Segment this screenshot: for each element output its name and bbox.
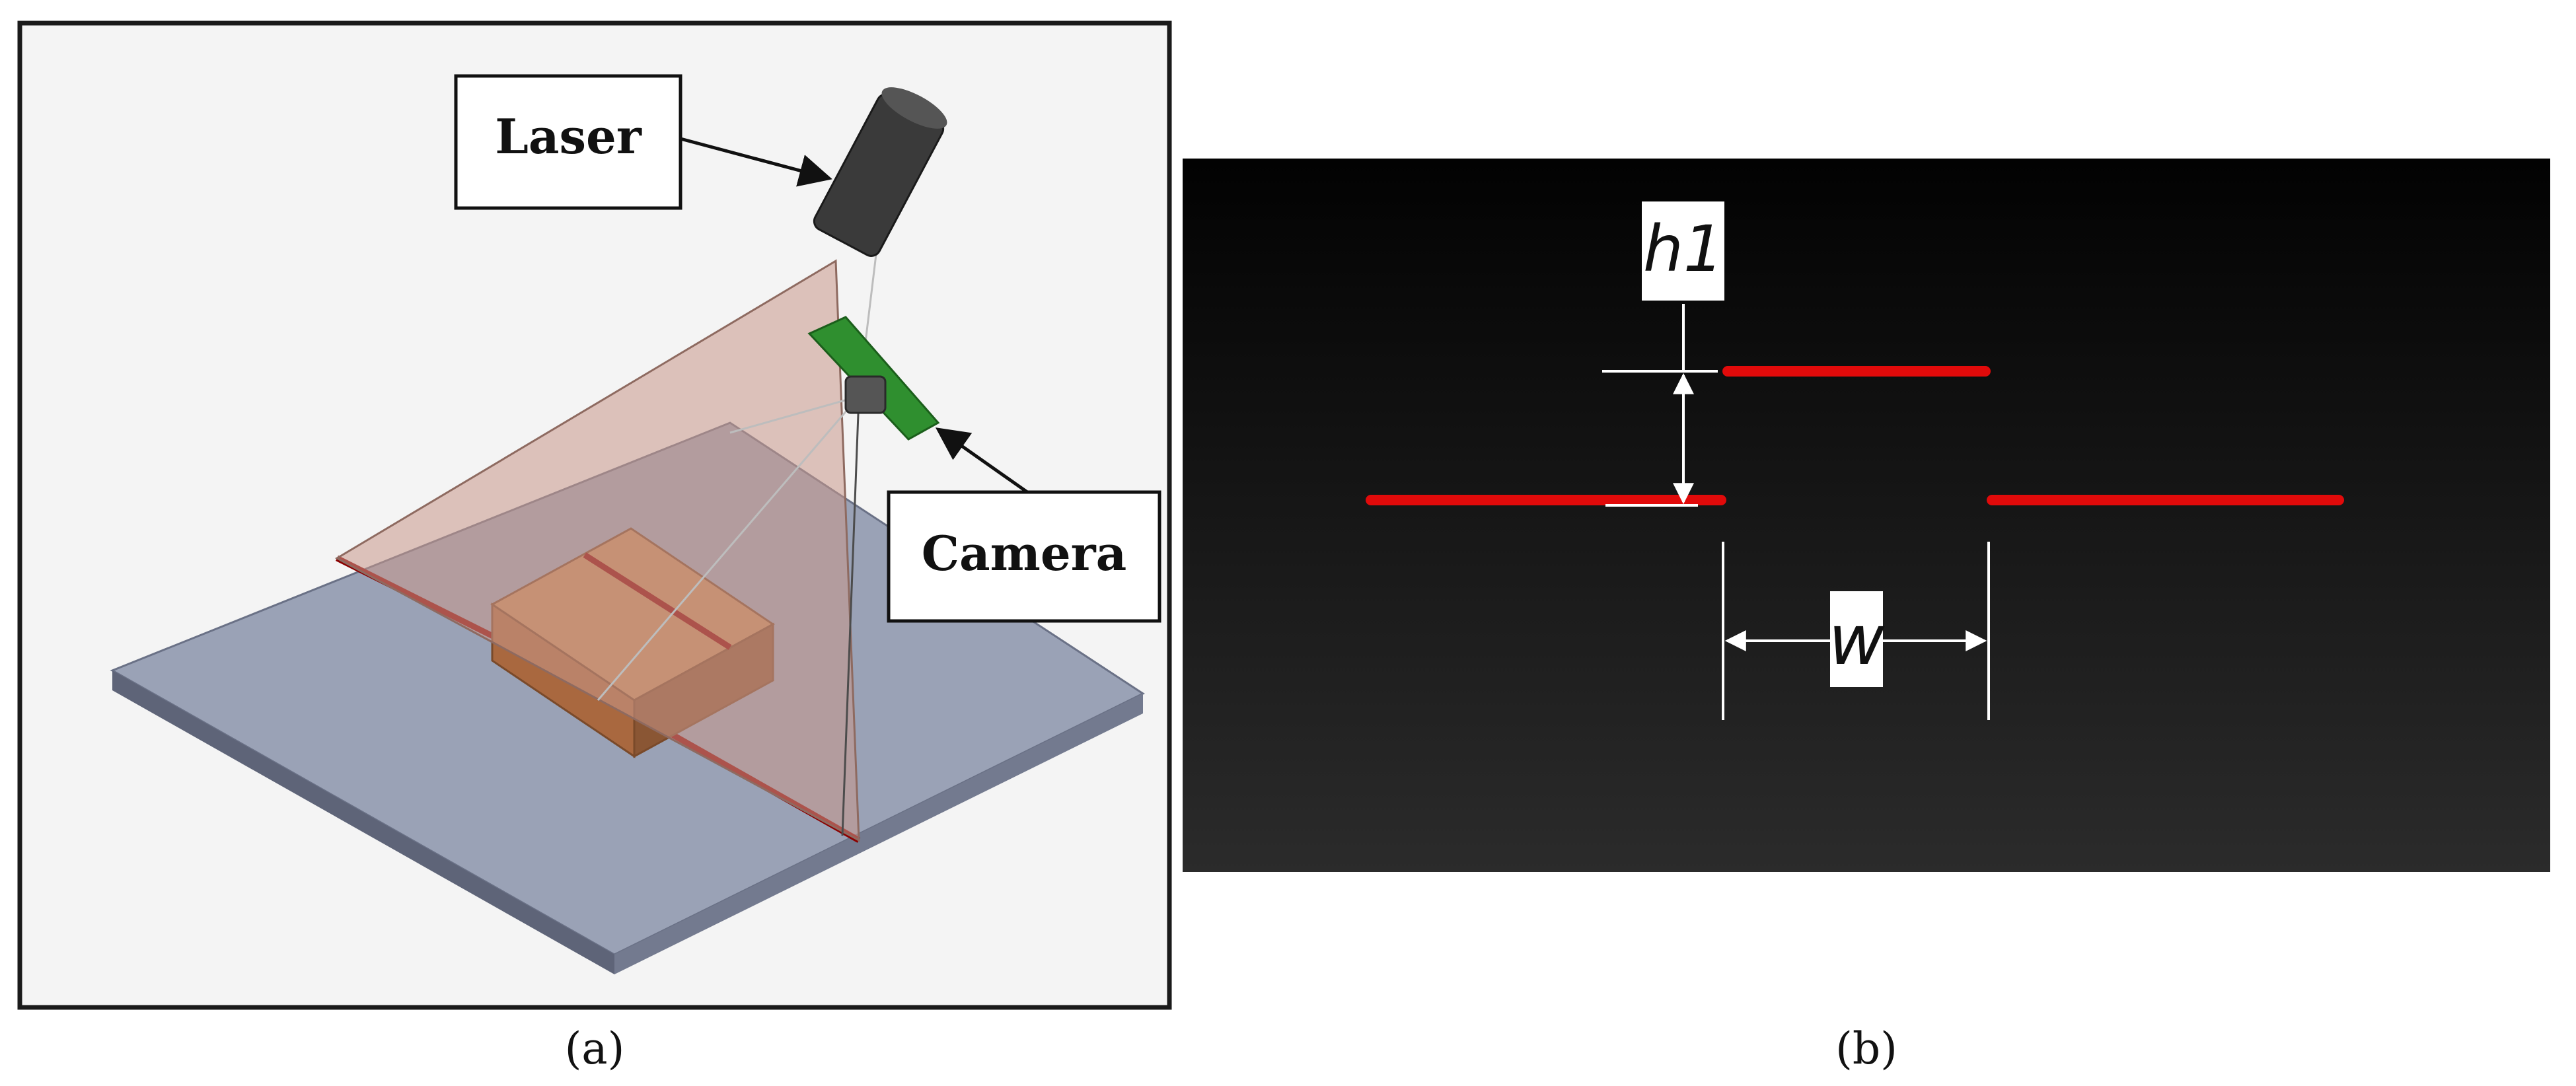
- camera-view-line-4: [841, 396, 860, 836]
- laser-profile: [1366, 366, 2344, 505]
- panel-b: h1 w (b): [1183, 159, 2550, 1074]
- panel-b-caption: (b): [1835, 1023, 1897, 1074]
- platform-front-edge: [112, 670, 614, 974]
- panel-b-background: [1183, 159, 2550, 872]
- panel-a: Laser Camera (a): [17, 20, 1172, 1074]
- laser-label-box: [454, 74, 682, 210]
- height-label: h1: [1643, 212, 1724, 286]
- camera-device: [807, 316, 940, 441]
- laser-label-arrow: [680, 137, 832, 187]
- width-dimension: w: [1722, 542, 1990, 720]
- camera-lens: [844, 375, 887, 414]
- camera-view-line-2: [597, 396, 860, 701]
- height-label-box: [1642, 201, 1724, 301]
- platform-right-edge: [614, 694, 1143, 974]
- panel-a-caption: (a): [565, 1023, 625, 1074]
- laser-cap: [881, 87, 947, 129]
- camera-label-box: [887, 490, 1161, 623]
- camera-view-line-1: [729, 395, 860, 434]
- laser-device: [813, 87, 947, 257]
- camera-label: Camera: [922, 525, 1127, 581]
- width-label: w: [1828, 600, 1885, 680]
- width-label-box: [1830, 591, 1883, 687]
- height-dimension: h1: [1602, 201, 1724, 507]
- laser-label: Laser: [495, 108, 642, 164]
- camera-label-arrow: [935, 427, 1029, 494]
